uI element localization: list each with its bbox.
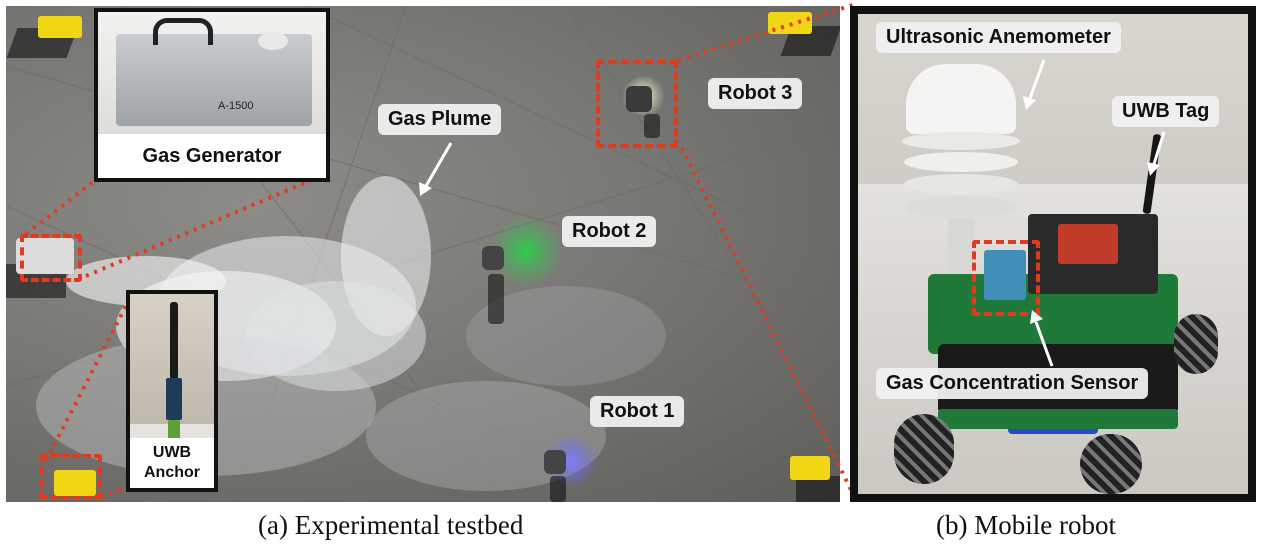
mobile-robot-photo: Ultrasonic Anemometer UWB Tag Gas Concen… (850, 6, 1256, 502)
generator-body (116, 34, 312, 126)
robot-3 (626, 86, 652, 112)
anemometer-label: Ultrasonic Anemometer (876, 22, 1121, 53)
robot-3-highlight (596, 60, 678, 148)
gas-generator-highlight (20, 234, 82, 282)
robot-1 (544, 450, 566, 474)
gas-sensor (984, 250, 1026, 300)
gas-generator-label: Gas Generator (98, 134, 326, 178)
uwb-anchor-top-left (38, 16, 82, 38)
gas-plume-label: Gas Plume (378, 104, 502, 135)
robot-2 (482, 246, 504, 270)
anemometer (906, 64, 1016, 134)
floor-markings (6, 6, 840, 502)
gas-generator-device (16, 238, 74, 274)
gas-sensor-highlight (972, 240, 1040, 316)
annotation-arrows (1023, 59, 1166, 367)
gas-sensor-label: Gas Concentration Sensor (876, 368, 1149, 399)
wheel-back-right (1174, 314, 1218, 374)
generator-model-text: A-1500 (218, 100, 254, 112)
gas-plume-arrow (419, 142, 453, 196)
gas-plume (36, 176, 666, 491)
antenna-icon (170, 302, 178, 380)
uwb-anchor-label: UWB Anchor (130, 438, 214, 488)
caption-a: (a) Experimental testbed (258, 510, 524, 540)
gas-generator-inset: A-1500 Gas Generator (94, 8, 330, 182)
robot-3-label: Robot 3 (708, 78, 803, 109)
caption-b: (b) Mobile robot (936, 510, 1116, 540)
testbed-photo: A-1500 Gas Generator UWB Anchor Gas Plum… (6, 6, 840, 502)
uwb-anchor-inset: UWB Anchor (126, 290, 218, 492)
uwb-anchor-bottom-left (54, 470, 96, 496)
wheel-front-left (894, 414, 954, 484)
uwb-tag-label: UWB Tag (1112, 96, 1220, 127)
uwb-anchor-highlight (40, 454, 102, 500)
wheel-front-right (1080, 434, 1142, 494)
robot-2-label: Robot 2 (562, 216, 657, 247)
robot-1-label: Robot 1 (590, 396, 685, 427)
